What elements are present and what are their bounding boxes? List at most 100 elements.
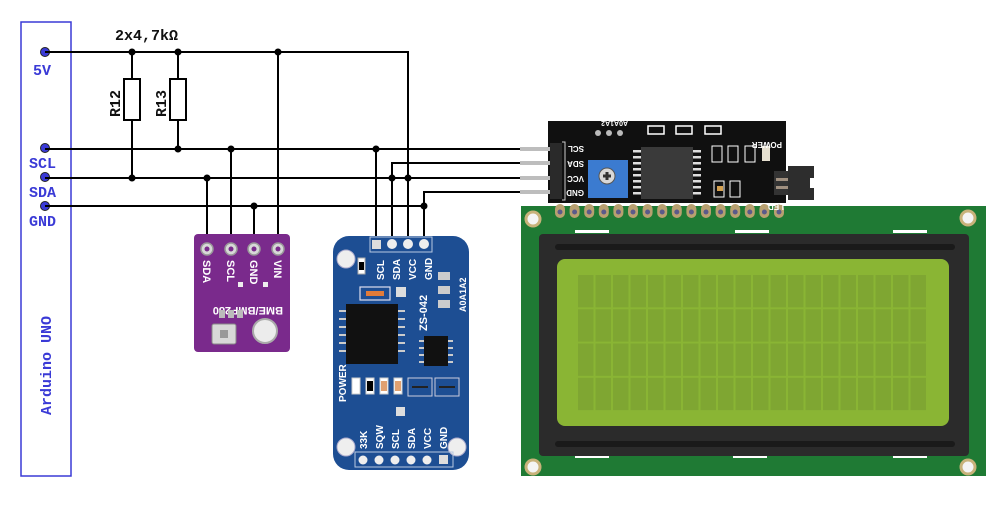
rtc-bottom-pin-vcc: VCC [423, 428, 434, 449]
lcd-char-cell [875, 309, 891, 342]
backpack-chip-leg [633, 174, 641, 177]
lcd-char-cell [613, 343, 629, 376]
pin-sda-label: SDA [29, 185, 56, 202]
lcd-char-cell [630, 343, 646, 376]
junction-dots [128, 48, 428, 210]
pin-gnd-label: GND [29, 214, 56, 231]
lcd-char-cell [595, 275, 611, 308]
backpack-chip-leg [633, 150, 641, 153]
lcd-char-cell [700, 309, 716, 342]
arduino-title: Arduino UNO [39, 316, 56, 415]
rtc-top-pin-gnd: GND [424, 258, 435, 280]
backpack-chip-leg [633, 180, 641, 183]
lcd-char-cell [683, 309, 699, 342]
resistor-r13 [169, 78, 187, 121]
lcd-char-cell [578, 343, 594, 376]
backpack-pin-sda: SDA [567, 159, 584, 168]
lcd-char-cell [630, 377, 646, 411]
lcd-char-cell [823, 275, 839, 308]
backpack-pcf8574-chip [641, 147, 693, 199]
lcd-char-cell [578, 309, 594, 342]
rtc-power-label: POWER [338, 363, 349, 402]
lcd-header-pin-hole [688, 209, 694, 215]
lcd-char-cell [893, 343, 909, 376]
lcd-char-cell [858, 275, 874, 308]
rtc-top-pin-vcc: VCC [408, 259, 419, 280]
lcd-header-pin-hole [586, 209, 592, 215]
lcd-char-cell [613, 309, 629, 342]
resistor-r12 [123, 78, 141, 121]
lcd-header-pin-hole [674, 209, 680, 215]
resistor-r13-label: R13 [154, 90, 171, 117]
lcd-char-cell [665, 275, 681, 308]
rtc-bottom-pin-33k: 33K [359, 430, 370, 449]
lcd-char-cell [910, 309, 926, 342]
rtc-bottom-pin-gnd: GND [439, 427, 450, 449]
lcd-char-cell [823, 309, 839, 342]
lcd-header-pin-hole [776, 209, 782, 215]
lcd-header-pin-hole [630, 209, 636, 215]
lcd-char-cell [788, 309, 804, 342]
lcd-char-cell [910, 343, 926, 376]
lcd-char-cell [648, 275, 664, 308]
lcd-char-cell [753, 343, 769, 376]
lcd-char-cell [595, 343, 611, 376]
lcd-character-grid [578, 275, 926, 411]
lcd-char-cell [893, 377, 909, 411]
lcd-char-cell [648, 309, 664, 342]
bme280-mount-hole [252, 318, 278, 344]
wire-rtc-sda-lcd [391, 162, 520, 236]
rtc-top-pin-scl: SCL [376, 260, 387, 280]
wire-rtc-gnd-lcd [423, 191, 520, 236]
lcd-char-cell [683, 343, 699, 376]
lcd-char-cell [875, 343, 891, 376]
lcd-mount-holes [524, 209, 977, 476]
bme280-pin-scl: SCL [224, 260, 236, 282]
bme280-pin-sda: SDA [200, 260, 212, 283]
backpack-chip-leg [693, 174, 701, 177]
backpack-chip-leg [693, 186, 701, 189]
backpack-chip-leg [633, 156, 641, 159]
lcd-char-cell [735, 343, 751, 376]
lcd-2004-module [521, 204, 986, 476]
lcd-char-cell [753, 275, 769, 308]
lcd-header-pins [555, 204, 784, 218]
backpack-pin-vcc: VCC [567, 174, 584, 183]
lcd-char-cell [700, 275, 716, 308]
arduino-outline [20, 21, 72, 477]
lcd-char-cell [893, 309, 909, 342]
lcd-header-pin-hole [732, 209, 738, 215]
arduino-uno-block: Arduino UNO 5V SCL SDA GND [20, 21, 72, 477]
wire-5v-bus [45, 51, 409, 178]
lcd-header-pin-hole [645, 209, 651, 215]
lcd-char-cell [595, 309, 611, 342]
lcd-header-pin-hole [659, 209, 665, 215]
lcd-char-cell [805, 377, 821, 411]
backpack-chip-leg [693, 150, 701, 153]
lcd-char-cell [823, 343, 839, 376]
bme280-module: SDA SCL GND VIN BME/BMP280 [194, 234, 290, 352]
lcd-char-cell [595, 377, 611, 411]
i2c-backpack-module: SCL SDA VCC GND A0A1A2 POWER LED [520, 119, 814, 211]
backpack-chip-leg [693, 168, 701, 171]
lcd-char-cell [613, 275, 629, 308]
lcd-header-pin-hole [761, 209, 767, 215]
bme280-pin-vin: VIN [271, 260, 283, 278]
rtc-top-pin-scl-pad [372, 240, 381, 249]
rtc-top-pin-sda: SDA [392, 259, 403, 280]
backpack-chip-leg [633, 192, 641, 195]
lcd-char-cell [840, 377, 856, 411]
lcd-char-cell [805, 343, 821, 376]
lcd-char-cell [665, 343, 681, 376]
backpack-power-led [762, 146, 770, 161]
rtc-address-label: A0A1A2 [458, 277, 468, 312]
pin-scl-label: SCL [29, 156, 56, 173]
lcd-char-cell [770, 275, 786, 308]
backpack-pin-scl: SCL [568, 144, 584, 153]
backpack-power-label: POWER [752, 140, 782, 149]
backpack-chip-leg [693, 156, 701, 159]
lcd-header-pin-hole [718, 209, 724, 215]
lcd-char-cell [840, 275, 856, 308]
backpack-led-jumper[interactable] [788, 166, 814, 200]
backpack-pin-gnd: GND [566, 188, 584, 197]
